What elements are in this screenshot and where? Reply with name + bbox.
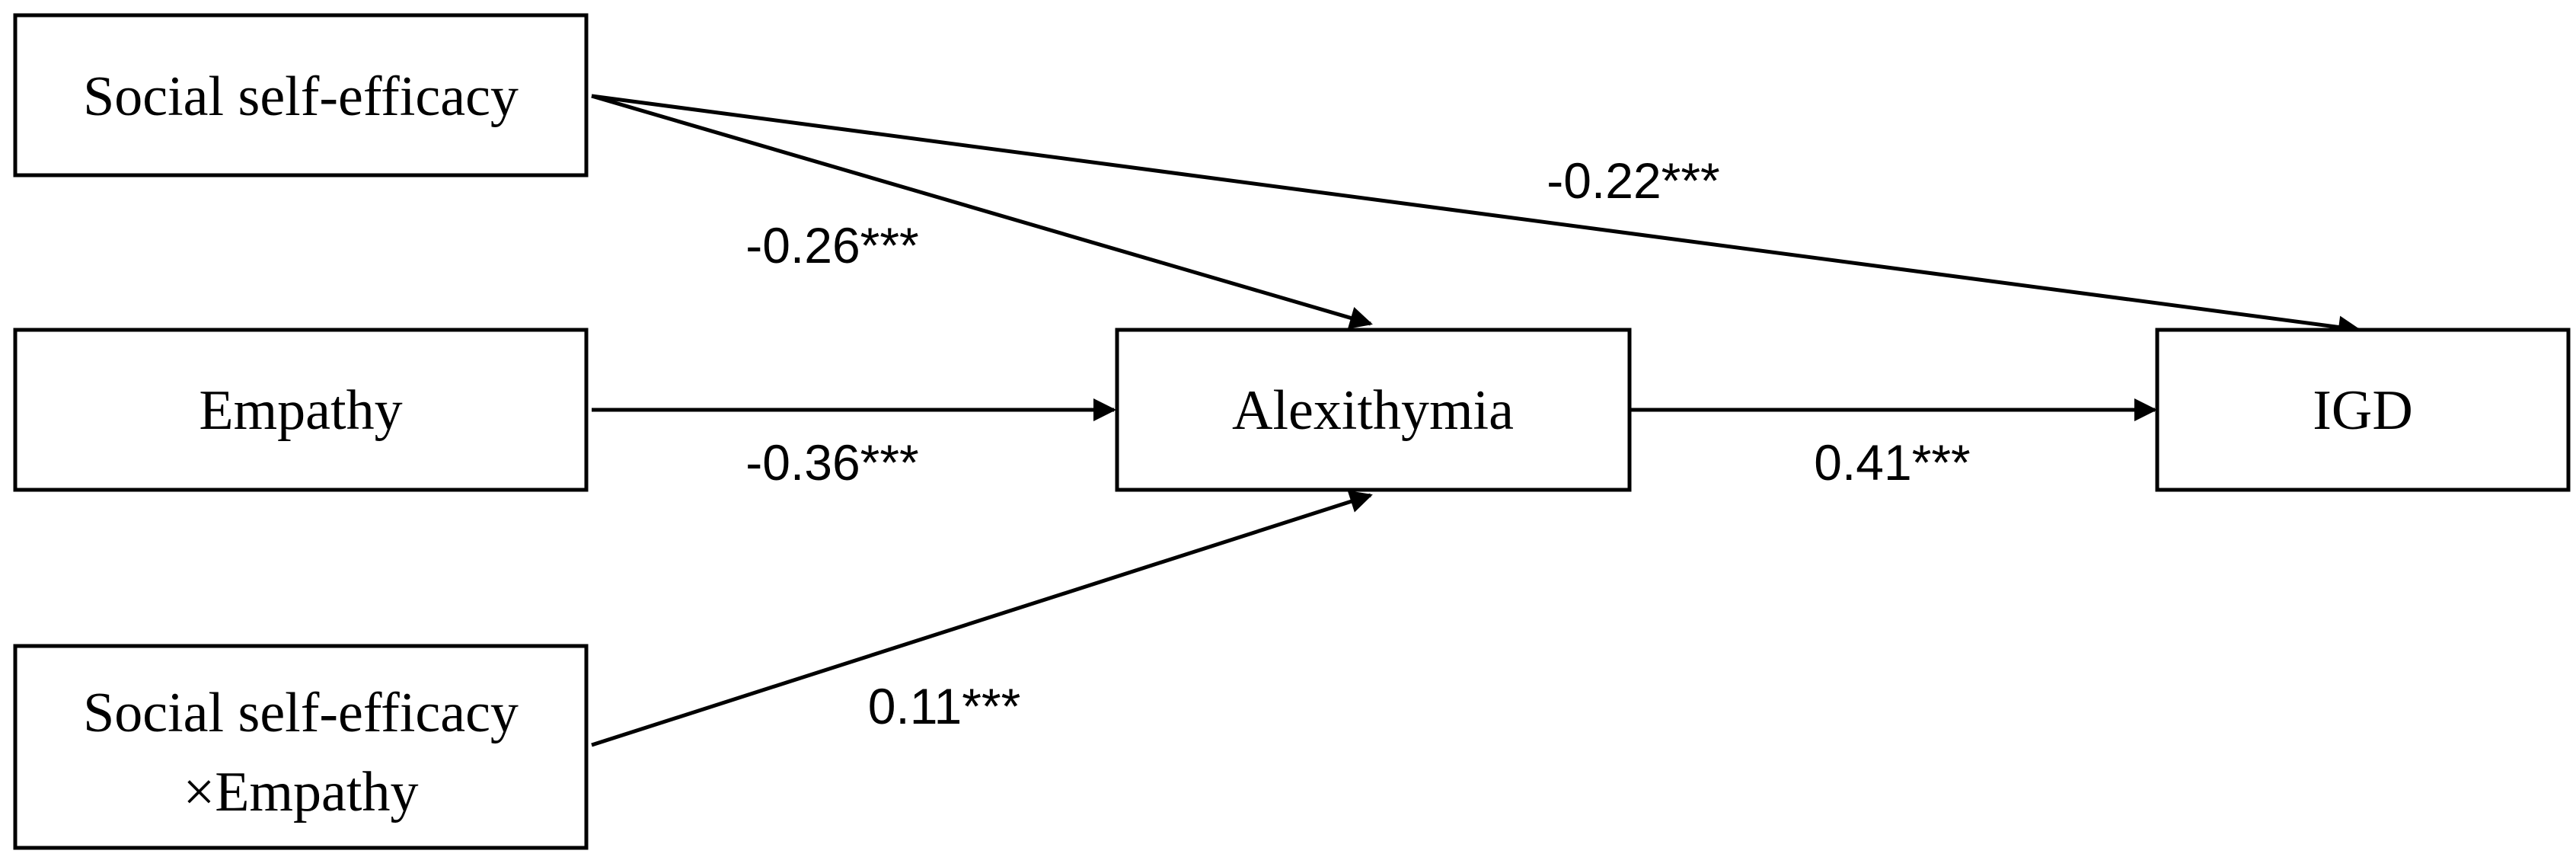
arrow-interaction-to-alexithymia [591, 490, 1373, 747]
coefficient-interaction-to-alexithymia: 0.11*** [868, 678, 1021, 734]
node-label: Empathy [199, 379, 402, 442]
arrow-sse-to-igd [591, 94, 2361, 339]
arrow-sse-to-alexithymia [591, 94, 1373, 329]
node-label: IGD [2313, 379, 2413, 442]
node-igd: IGD [2155, 328, 2571, 492]
node-label: Social self-efficacy [83, 66, 519, 128]
node-label-line1: Social self-efficacy [83, 682, 519, 744]
coefficient-sse-to-alexithymia: -0.26*** [745, 217, 919, 273]
node-alexithymia: Alexithymia [1115, 328, 1632, 492]
node-label-line2: ×Empathy [184, 761, 419, 823]
coefficient-sse-to-igd: -0.22*** [1547, 152, 1720, 209]
node-label: Alexithymia [1232, 379, 1514, 442]
node-interaction: Social self-efficacy ×Empathy [13, 644, 589, 850]
node-empathy: Empathy [13, 328, 589, 492]
coefficient-alexithymia-to-igd: 0.41*** [1814, 434, 1971, 491]
coefficient-empathy-to-alexithymia: -0.36*** [745, 434, 919, 491]
node-social-self-efficacy: Social self-efficacy [13, 13, 589, 177]
